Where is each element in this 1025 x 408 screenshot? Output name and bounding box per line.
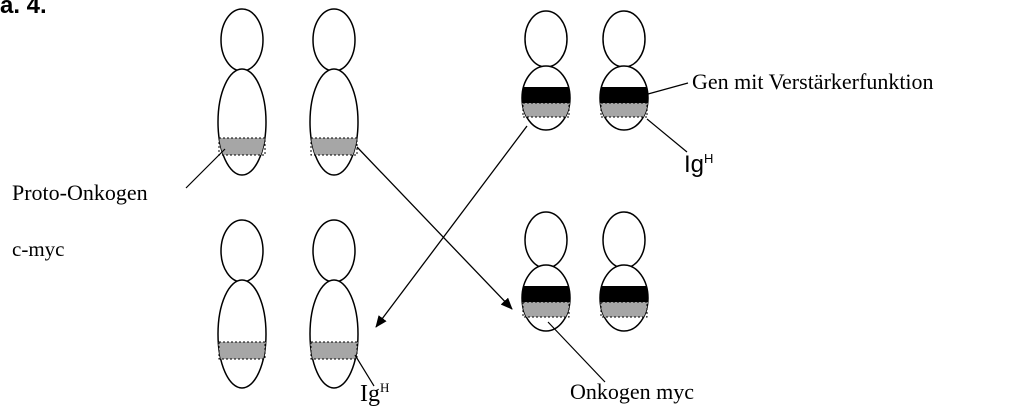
leader-oncogene-myc xyxy=(547,321,606,383)
chromosome-right-top-right xyxy=(599,10,649,131)
label-c-myc: c-myc xyxy=(12,237,65,261)
igh-right-sup: H xyxy=(704,151,714,166)
arrow-to-oncogene xyxy=(356,146,513,310)
grey-band xyxy=(310,342,358,359)
chromosome-top-right xyxy=(309,8,359,176)
chromosome-top-left xyxy=(217,8,267,176)
proto-oncogene-band xyxy=(310,138,358,155)
label-oncogene-myc: Onkogen myc xyxy=(570,379,695,404)
chromosome-right-top-left xyxy=(521,10,571,131)
label-igh-right: IgH xyxy=(684,152,713,177)
chromosome-bottom-left xyxy=(217,219,267,389)
igh-bottom-sup: H xyxy=(380,380,390,395)
chromosome-right-bottom-right xyxy=(599,211,649,332)
figure-label: a. 4. xyxy=(0,0,47,19)
label-enhancer-gene: Gen mit Verstärkerfunktion xyxy=(692,69,934,94)
arrow-to-igh xyxy=(375,125,528,328)
enhancer-band xyxy=(600,286,648,302)
proto-oncogene-band xyxy=(218,138,266,155)
leader-proto-oncogene xyxy=(185,148,226,189)
leader-igh-bottom xyxy=(354,354,375,387)
igh-bottom-base: Ig xyxy=(360,381,380,407)
igh-band xyxy=(522,103,570,117)
chromosome-right-bottom-left xyxy=(521,211,571,332)
leader-enhancer-gene xyxy=(647,82,689,95)
igh-right-base: Ig xyxy=(684,151,705,178)
igh-band xyxy=(600,103,648,117)
label-proto-oncogene: Proto-Onkogen xyxy=(12,180,148,205)
enhancer-band xyxy=(600,87,648,103)
label-igh-bottom: IgH xyxy=(360,381,389,406)
leader-igh-right xyxy=(646,118,688,153)
oncogene-band xyxy=(522,302,570,317)
grey-band xyxy=(600,302,648,317)
enhancer-band xyxy=(522,87,570,103)
enhancer-band xyxy=(522,286,570,302)
grey-band xyxy=(218,342,266,359)
chromosome-bottom-right xyxy=(309,219,359,389)
